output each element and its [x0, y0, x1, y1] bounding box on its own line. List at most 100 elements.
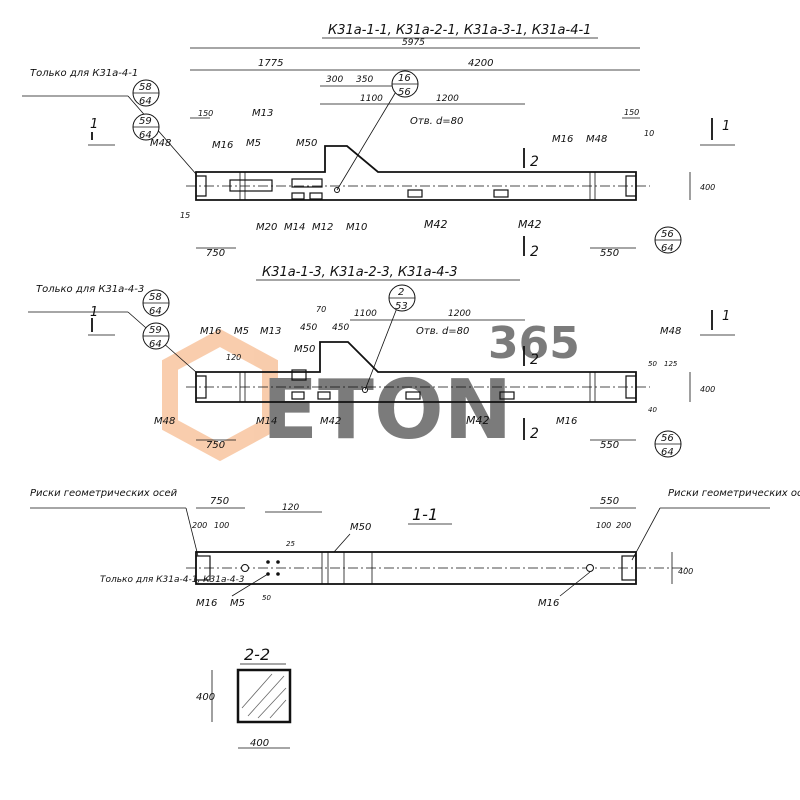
view1-section-1-right: 1	[722, 119, 730, 134]
view3-label-m16r: М16	[538, 598, 559, 609]
view3-dim-50: 50	[262, 594, 271, 602]
view2-label-m50: М50	[294, 344, 315, 355]
view1-label-m42b: М42	[518, 218, 542, 231]
view1-bubble-58-64: 58 64	[132, 79, 160, 107]
view2-dim-40: 40	[648, 406, 657, 414]
svg-text:53: 53	[395, 301, 408, 312]
view3-dim-100r: 100	[596, 521, 611, 530]
svg-text:56: 56	[398, 87, 411, 98]
view3-label-m50: М50	[350, 522, 371, 533]
view3-dim-200r: 200	[616, 521, 631, 530]
view3-dim-400: 400	[678, 567, 693, 576]
view2-label-m5: М5	[234, 326, 249, 337]
view1-label-m16r: М16	[552, 134, 573, 145]
view2-dim-750: 750	[206, 440, 225, 451]
view2-dim-50: 50	[648, 360, 657, 368]
view1-dim-left: 1775	[258, 58, 283, 69]
view1-label-m10: М10	[346, 222, 367, 233]
view1-dim-1200: 1200	[436, 94, 459, 104]
view2-section-1-right: 1	[722, 309, 730, 324]
svg-text:59: 59	[139, 116, 152, 127]
view2-label-m16b: М16	[556, 416, 577, 427]
view2-section-2-top: 2	[530, 352, 539, 368]
view1-dim-150r: 150	[624, 108, 639, 117]
watermark: ETON 365	[162, 318, 580, 462]
view2-label-m48l: М48	[154, 416, 175, 427]
view2-label-m42b: М42	[466, 414, 490, 427]
view1-label-m42a: М42	[424, 218, 448, 231]
view2-label-m14: М14	[256, 416, 277, 427]
view3-dim-100l: 100	[214, 521, 229, 530]
view4-dim-w: 400	[250, 738, 269, 749]
view2-dim-550: 550	[600, 440, 619, 451]
view2-bubble-59-64: 59 64	[142, 322, 170, 350]
view1-label-m48r: М48	[586, 134, 607, 145]
svg-text:59: 59	[149, 325, 162, 336]
svg-text:56: 56	[661, 433, 674, 444]
view3-dim-550: 550	[600, 496, 619, 507]
view2-dim-450a: 450	[300, 323, 317, 333]
view1-label-m16: М16	[212, 140, 233, 151]
svg-text:64: 64	[661, 243, 674, 254]
view3-label-m16l: М16	[196, 598, 217, 609]
view1-label-m5: М5	[246, 138, 261, 149]
view1-bubble-56-64: 56 64	[654, 226, 682, 254]
view3-dim-120: 120	[282, 503, 299, 513]
view1-title: К31а-1-1, К31а-2-1, К31а-3-1, К31а-4-1	[328, 23, 591, 38]
view2-label-hole: Отв. d=80	[416, 326, 469, 337]
view2-bubble-2-53: 2 53	[388, 284, 416, 312]
view1-bubble-59-64: 59 64	[132, 113, 160, 141]
view2-label-m42a: М42	[320, 416, 341, 427]
view2-bubble-58-64: 58 64	[142, 289, 170, 317]
watermark-logo-icon	[162, 328, 278, 462]
view3-title: 1-1	[412, 505, 438, 524]
view4-dim-h: 400	[196, 692, 215, 703]
view1-label-m50: М50	[296, 138, 317, 149]
view2-label-m16: М16	[200, 326, 221, 337]
view1-dim-400: 400	[700, 183, 715, 192]
svg-text:56: 56	[661, 229, 674, 240]
view2-dim-70: 70	[316, 305, 326, 314]
view1-dim-550: 550	[600, 248, 619, 259]
view2: К31а-1-3, К31а-2-3, К31а-4-3 Только для …	[28, 265, 735, 458]
view1-label-m20: М20	[256, 222, 277, 233]
view2-note: Только для К31а-4-3	[36, 284, 144, 295]
view2-label-m13: М13	[260, 326, 281, 337]
view1-label-hole: Отв. d=80	[410, 116, 463, 127]
view1-dim-1100: 1100	[360, 94, 383, 104]
view1-label-m14: М14	[284, 222, 305, 233]
svg-text:58: 58	[149, 292, 162, 303]
view2-dim-450b: 450	[332, 323, 349, 333]
view3-note-left: Риски геометрических осей	[30, 488, 178, 499]
view3-dim-25: 25	[286, 540, 295, 548]
svg-text:64: 64	[139, 130, 152, 141]
svg-text:64: 64	[139, 96, 152, 107]
watermark-number: 365	[488, 318, 580, 369]
view4: 2-2 400 400	[196, 645, 292, 749]
view1-dim-10: 10	[644, 129, 654, 138]
view3: 1-1 Риски геометрических осей Риски геом…	[30, 488, 800, 609]
svg-text:16: 16	[398, 73, 411, 84]
view1-dim-total: 5975	[402, 38, 425, 48]
view2-bubble-56-64: 56 64	[654, 430, 682, 458]
view2-dim-1200: 1200	[448, 309, 471, 319]
view1-dim-750: 750	[206, 248, 225, 259]
svg-text:64: 64	[149, 339, 162, 350]
view3-only: Только для К31а-4-1, К31а-4-3	[100, 575, 245, 585]
view1-section-1-left: 1	[90, 117, 98, 132]
view2-dim-400: 400	[700, 385, 715, 394]
view1-dim-150l: 150	[198, 109, 213, 118]
view1-dim-15: 15	[180, 211, 190, 220]
view2-title: К31а-1-3, К31а-2-3, К31а-4-3	[262, 265, 458, 280]
view2-dim-120: 120	[226, 353, 241, 362]
view1-label-m12: М12	[312, 222, 333, 233]
view1-label-m48l: М48	[150, 138, 171, 149]
view2-section-2-bot: 2	[530, 426, 539, 442]
view3-dim-750: 750	[210, 496, 229, 507]
svg-text:64: 64	[661, 447, 674, 458]
view1-dim-350: 350	[356, 75, 373, 85]
view1: К31а-1-1, К31а-2-1, К31а-3-1, К31а-4-1 5…	[22, 23, 735, 260]
view4-title: 2-2	[244, 645, 270, 664]
view2-section-1-left: 1	[90, 305, 98, 320]
